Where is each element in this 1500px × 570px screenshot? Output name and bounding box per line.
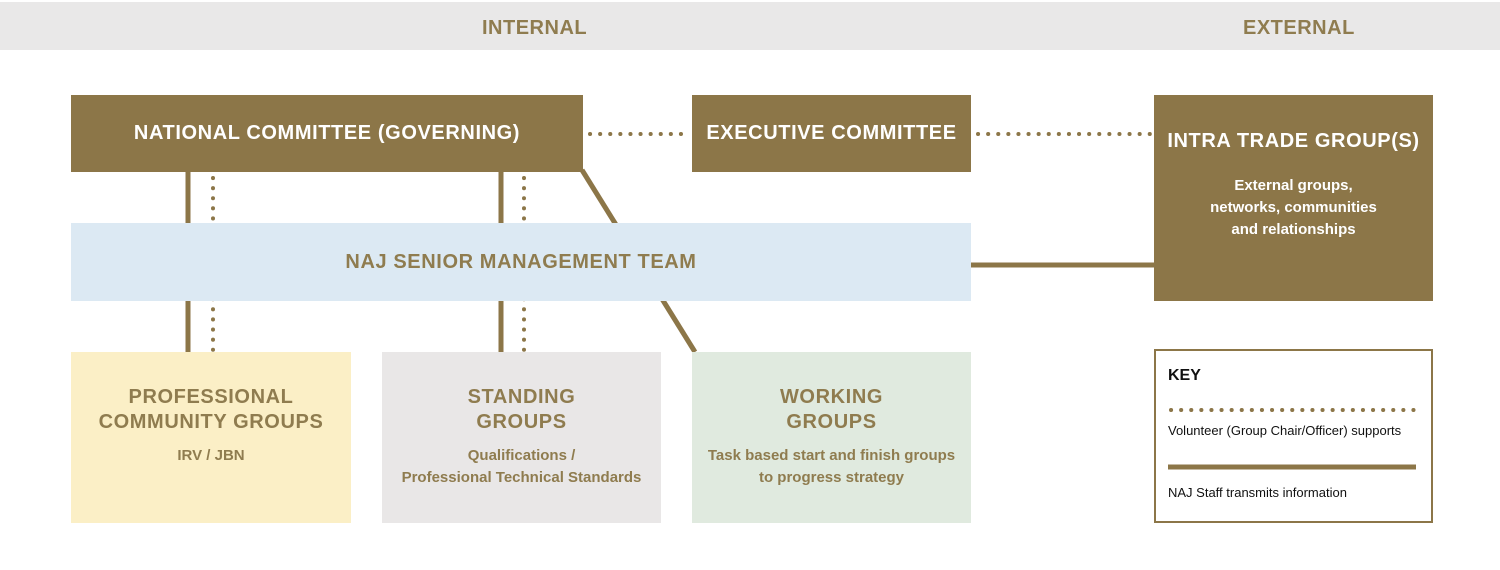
professional-title-2: COMMUNITY GROUPS	[98, 411, 324, 433]
intra-trade-sub-3: and relationships	[1231, 221, 1356, 238]
standing-sub-1: Qualifications /	[467, 447, 576, 464]
standing-sub-2: Professional Technical Standards	[401, 469, 642, 486]
standing-title-2: GROUPS	[476, 411, 567, 433]
key-dotted-label: Volunteer (Group Chair/Officer) supports	[1168, 423, 1402, 438]
senior-management-title: NAJ SENIOR MANAGEMENT TEAM	[345, 250, 697, 273]
key-dotted-line-sample	[1169, 408, 1417, 412]
intra-trade-box: INTRA TRADE GROUP(S) External groups, ne…	[1154, 95, 1433, 301]
professional-title-1: PROFESSIONAL	[128, 386, 294, 408]
national-committee-title: NATIONAL COMMITTEE (GOVERNING)	[133, 122, 521, 144]
key-solid-line-sample	[1168, 464, 1416, 470]
working-title-1: WORKING	[779, 386, 884, 408]
intra-trade-sub-1: External groups,	[1234, 177, 1353, 194]
professional-sub-1: IRV / JBN	[177, 447, 245, 464]
intra-trade-sub-2: networks, communities	[1210, 199, 1377, 216]
working-sub-2: to progress strategy	[758, 469, 905, 486]
working-sub-1: Task based start and finish groups	[707, 447, 956, 464]
standing-groups-box: STANDING GROUPS Qualifications / Profess…	[382, 352, 661, 523]
working-title-2: GROUPS	[786, 411, 877, 433]
professional-community-box: PROFESSIONAL COMMUNITY GROUPS IRV / JBN	[71, 352, 351, 523]
dotted-connectors	[211, 132, 1155, 354]
standing-title-1: STANDING	[467, 386, 576, 408]
internal-label: INTERNAL	[482, 17, 588, 39]
external-label: EXTERNAL	[1243, 17, 1355, 39]
executive-committee-box: EXECUTIVE COMMITTEE	[692, 95, 971, 172]
executive-committee-title: EXECUTIVE COMMITTEE	[706, 122, 957, 144]
intra-trade-title: INTRA TRADE GROUP(S)	[1167, 130, 1420, 152]
legend-key: KEY Volunteer (Group Chair/Officer) supp…	[1154, 349, 1433, 523]
national-committee-box: NATIONAL COMMITTEE (GOVERNING)	[71, 95, 583, 172]
key-solid-label: NAJ Staff transmits information	[1168, 485, 1347, 500]
header-band: INTERNAL EXTERNAL	[0, 2, 1500, 50]
working-groups-box: WORKING GROUPS Task based start and fini…	[692, 352, 971, 523]
key-title: KEY	[1168, 367, 1201, 384]
senior-management-box: NAJ SENIOR MANAGEMENT TEAM	[71, 223, 971, 301]
